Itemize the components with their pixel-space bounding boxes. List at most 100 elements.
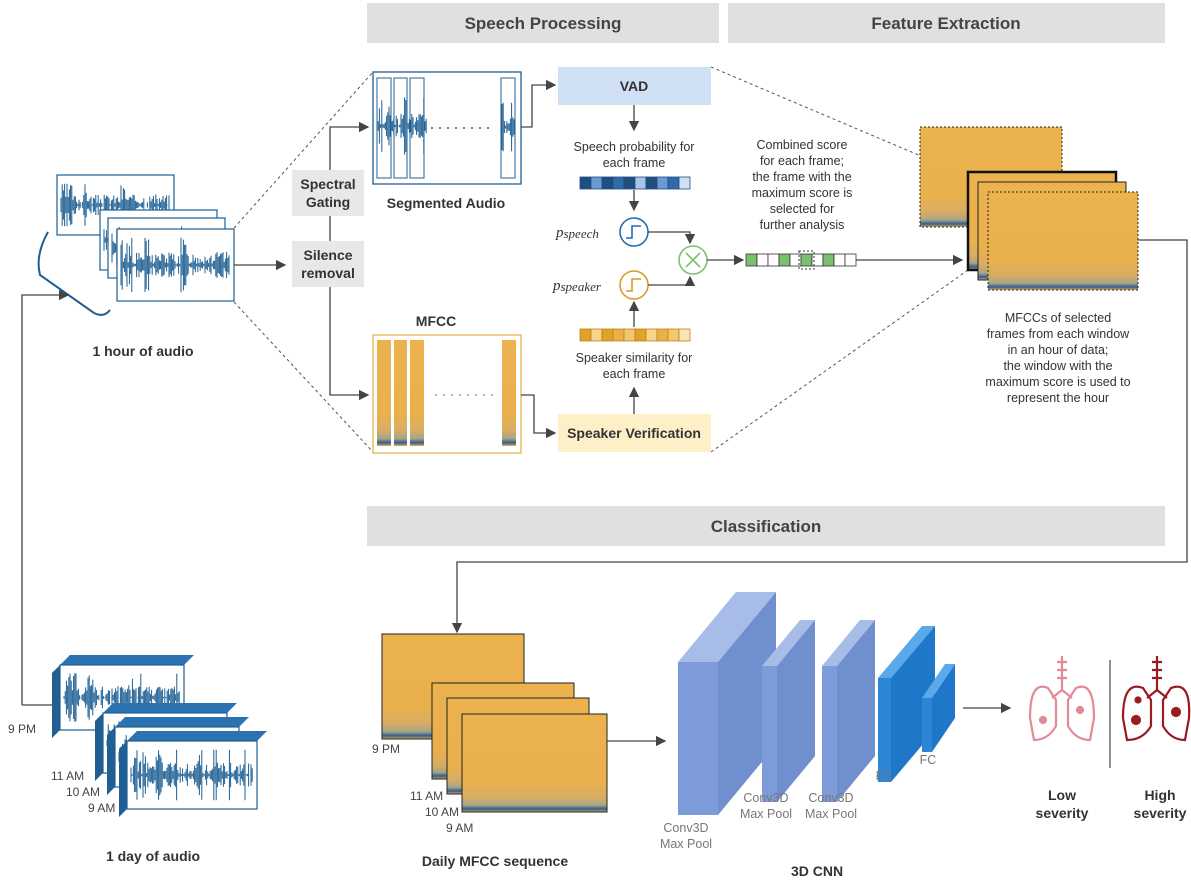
svg-text:FC: FC xyxy=(876,769,893,783)
frame-cell xyxy=(579,328,592,342)
combined-score-bar xyxy=(745,250,857,270)
frame-cell xyxy=(634,328,647,342)
svg-text:9 PM: 9 PM xyxy=(372,742,400,756)
frame-cell xyxy=(656,176,669,190)
svg-text:MFCCs of selected: MFCCs of selected xyxy=(1005,311,1111,325)
speaker-sim-label: Speaker similarity for xyxy=(576,351,693,365)
frame-cell xyxy=(612,328,625,342)
svg-text:Classification: Classification xyxy=(711,517,822,536)
cnn-layer-labels: Conv3D Max Pool Conv3D Max Pool Conv3D M… xyxy=(660,753,936,879)
p-speaker-symbol: pspeaker xyxy=(552,278,602,294)
frame-cell xyxy=(590,328,603,342)
svg-text:Max Pool: Max Pool xyxy=(660,837,712,851)
svg-text:Speech Processing: Speech Processing xyxy=(465,14,622,33)
frame-cell xyxy=(623,176,636,190)
svg-text:for each frame;: for each frame; xyxy=(760,154,844,168)
speech-probability-bar xyxy=(579,176,691,190)
multiply-icon xyxy=(678,245,708,275)
fc-layer-2 xyxy=(922,664,955,752)
speaker-step-icon xyxy=(619,270,649,300)
svg-text:selected for: selected for xyxy=(770,202,835,216)
svg-text:further analysis: further analysis xyxy=(760,218,845,232)
time-label-9pm: 9 PM xyxy=(8,722,36,736)
frame-cell xyxy=(601,328,614,342)
svg-text:FC: FC xyxy=(920,753,937,767)
to-mfcc-arrow xyxy=(329,287,370,401)
svg-text:Combined score: Combined score xyxy=(756,138,847,152)
selected-frame-marker xyxy=(798,250,815,270)
svg-text:severity: severity xyxy=(1134,805,1187,821)
svg-text:Silence: Silence xyxy=(303,247,352,263)
frame-cell xyxy=(756,253,769,267)
silence-removal-box: Silence removal xyxy=(292,241,364,287)
frame-cell xyxy=(800,253,813,267)
frame-cell xyxy=(678,328,691,342)
cnn-label: 3D CNN xyxy=(791,863,843,879)
feature-to-classification-arrow xyxy=(451,239,1188,634)
svg-text:maximum score is used to: maximum score is used to xyxy=(985,375,1130,389)
day-audio-stack: 9 PM 11 AM 10 AM 9 AM 1 day of audio xyxy=(8,655,267,864)
svg-text:Feature Extraction: Feature Extraction xyxy=(871,14,1020,33)
header-classification: Classification xyxy=(367,506,1165,546)
frame-cell xyxy=(623,328,636,342)
cnn-layer-1 xyxy=(678,592,776,815)
combined-score-text: Combined score for each frame; the frame… xyxy=(752,138,853,232)
mfcc-column xyxy=(394,340,407,446)
fc-layer-1 xyxy=(878,626,935,782)
mfcc-label: MFCC xyxy=(416,313,456,329)
speaker-verification-box: Speaker Verification xyxy=(558,414,711,452)
frame-cell xyxy=(612,176,625,190)
vad-box: VAD xyxy=(558,67,711,105)
frame-cell xyxy=(634,176,647,190)
segmented-audio-panel: Segmented Audio xyxy=(372,71,522,211)
frame-cell xyxy=(601,176,614,190)
speech-prob-label: Speech probability for xyxy=(574,140,695,154)
low-severity-label: Low xyxy=(1048,787,1076,803)
time-label-10am: 10 AM xyxy=(66,785,100,799)
mfcc-panel: MFCC xyxy=(372,313,522,454)
cnn-layer-2 xyxy=(762,620,815,802)
daily-mfcc-label: Daily MFCC sequence xyxy=(422,853,568,869)
svg-text:VAD: VAD xyxy=(620,78,649,94)
header-feature-extraction: Feature Extraction xyxy=(728,3,1165,43)
low-severity-lungs-icon xyxy=(1028,656,1096,742)
speech-step-icon xyxy=(619,217,649,247)
svg-text:11 AM: 11 AM xyxy=(410,789,443,803)
day-audio-label: 1 day of audio xyxy=(106,848,200,864)
svg-text:Max Pool: Max Pool xyxy=(805,807,857,821)
svg-text:each frame: each frame xyxy=(603,156,666,170)
segmented-audio-label: Segmented Audio xyxy=(387,195,506,211)
mfcc-column xyxy=(502,340,516,446)
p-speech-symbol: pspeech xyxy=(555,225,599,241)
frame-cell xyxy=(767,253,780,267)
high-severity-label: High xyxy=(1144,787,1175,803)
svg-text:the window with the: the window with the xyxy=(1003,359,1112,373)
frame-cell xyxy=(656,328,669,342)
svg-text:each frame: each frame xyxy=(603,367,666,381)
speaker-similarity-bar xyxy=(579,328,691,342)
frame-cell xyxy=(822,253,835,267)
time-label-11am: 11 AM xyxy=(51,769,84,783)
svg-text:Conv3D: Conv3D xyxy=(663,821,708,835)
frame-cell xyxy=(745,253,758,267)
svg-text:9 AM: 9 AM xyxy=(446,821,473,835)
loop-arrow xyxy=(21,289,70,705)
frame-cell xyxy=(590,176,603,190)
feature-mfcc-stack xyxy=(919,126,1139,291)
header-speech-processing: Speech Processing xyxy=(367,3,719,43)
svg-text:maximum score is: maximum score is xyxy=(752,186,853,200)
svg-text:Spectral: Spectral xyxy=(300,176,355,192)
frame-cell xyxy=(667,328,680,342)
svg-text:Speaker Verification: Speaker Verification xyxy=(567,425,701,441)
frame-cell xyxy=(678,176,691,190)
frame-cell xyxy=(645,176,658,190)
hour-audio-label: 1 hour of audio xyxy=(92,343,193,359)
spectral-gating-box: Spectral Gating xyxy=(292,170,364,216)
mfcc-column xyxy=(410,340,424,446)
bracket-icon xyxy=(37,231,111,316)
frame-cell xyxy=(579,176,592,190)
frame-cell xyxy=(778,253,791,267)
svg-text:represent the hour: represent the hour xyxy=(1007,391,1109,405)
svg-text:Conv3D: Conv3D xyxy=(743,791,788,805)
